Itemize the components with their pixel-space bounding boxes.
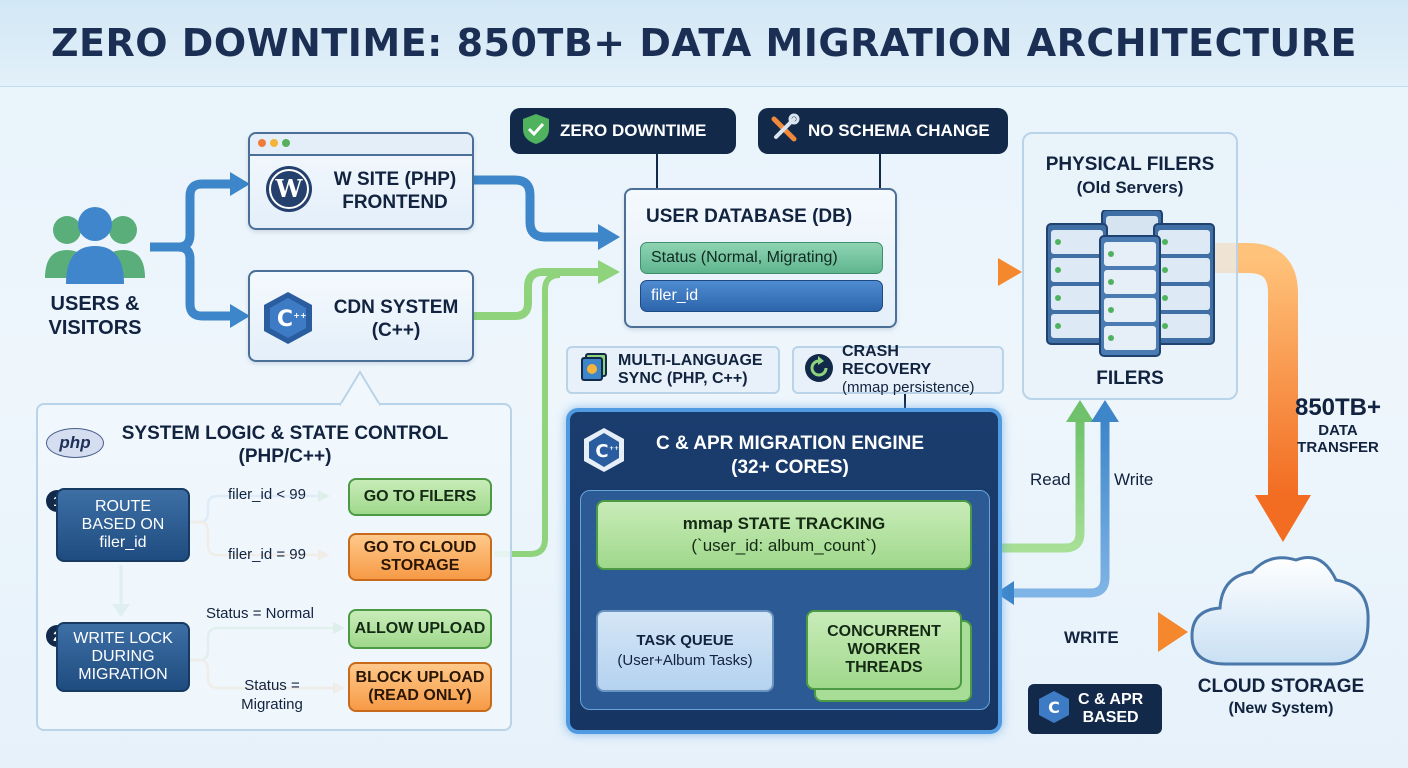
arrowhead-filers (998, 258, 1022, 286)
filers-panel: PHYSICAL FILERS (Old Servers) (1022, 132, 1238, 400)
task-queue-box: TASK QUEUE (User+Album Tasks) (596, 610, 774, 692)
c-logo-icon: C (1038, 690, 1070, 729)
engine-c-icon: C ++ (582, 426, 626, 479)
svg-text:W: W (275, 174, 304, 203)
write-lock-box: WRITE LOCK DURING MIGRATION (56, 622, 190, 692)
svg-text:++: ++ (609, 445, 619, 452)
tools-icon (768, 113, 800, 150)
block-upload-box: BLOCK UPLOAD (READ ONLY) (348, 662, 492, 712)
cond-eq-label: filer_id = 99 (228, 546, 306, 563)
arrow-wp-to-db (474, 175, 600, 242)
arrow-cloud-route (494, 272, 561, 557)
filers-subtitle: (Old Servers) (1076, 178, 1184, 197)
engine-title: C & APR MIGRATION ENGINE (32+ CORES) (655, 433, 925, 478)
read-label: Read (1030, 470, 1071, 489)
arrow-data-transfer (1215, 243, 1298, 495)
refresh-icon (804, 353, 834, 388)
arrow-read (990, 420, 1085, 553)
arrowhead-transfer (1255, 495, 1311, 542)
arrowhead-cdn-db (598, 260, 620, 284)
status-field: Status (Normal, Migrating) (640, 242, 883, 274)
arrow-users-to-wp (150, 179, 232, 252)
wordpress-icon: W (264, 164, 314, 219)
logic-title: SYSTEM LOGIC & STATE CONTROL (PHP/C++) (121, 423, 449, 467)
write-cloud-label: WRITE (1064, 628, 1119, 647)
arrow-cdn-to-db (474, 268, 600, 320)
browser-titlebar (250, 134, 472, 156)
arrowhead-write-up (1091, 400, 1119, 422)
arrowhead-db (598, 224, 620, 250)
sync-icon (578, 352, 610, 389)
users-label: USERS & VISITORS (48, 293, 142, 339)
worker-threads-box: CONCURRENT WORKER THREADS (806, 610, 962, 690)
cloud-icon (1186, 546, 1376, 677)
mmap-state-box: mmap STATE TRACKING (`user_id: album_cou… (596, 500, 972, 570)
arrowhead-cdn (230, 304, 250, 328)
route-box: ROUTE BASED ON filer_id (56, 488, 190, 562)
server-rack-icon (1042, 209, 1222, 365)
arrow-write-up (1012, 420, 1110, 598)
svg-text:++: ++ (293, 311, 306, 320)
go-to-filers-box: GO TO FILERS (348, 478, 492, 516)
cdn-card[interactable]: C ++ CDN SYSTEM (C++) (248, 270, 474, 362)
allow-upload-box: ALLOW UPLOAD (348, 609, 492, 649)
arrowhead-read (1066, 400, 1094, 422)
database-title: USER DATABASE (DB) (646, 206, 853, 227)
svg-text:C: C (595, 441, 608, 462)
shield-icon (520, 112, 552, 151)
cloud-storage-label: CLOUD STORAGE (New System) (1197, 676, 1365, 717)
title-bar: ZERO DOWNTIME: 850TB+ DATA MIGRATION ARC… (0, 0, 1408, 87)
php-logo-icon: php (46, 428, 104, 458)
transfer-label: 850TB+ DATA TRANSFER (1294, 394, 1382, 456)
user-database-card[interactable]: USER DATABASE (DB) Status (Normal, Migra… (624, 188, 897, 328)
multi-language-badge: MULTI-LANGUAGE SYNC (PHP, C++) (566, 346, 780, 394)
write-label: Write (1114, 470, 1154, 489)
arrow-users-to-cdn (150, 242, 232, 321)
go-to-cloud-box: GO TO CLOUD STORAGE (348, 533, 492, 581)
svg-text:C: C (277, 307, 293, 332)
no-schema-badge: NO SCHEMA CHANGE (758, 108, 1008, 154)
cond-normal-label: Status = Normal (206, 605, 314, 622)
filer-id-field: filer_id (640, 280, 883, 312)
arrowhead-wp (230, 172, 250, 196)
crash-recovery-badge: CRASH RECOVERY (mmap persistence) (792, 343, 1004, 396)
arrowhead-write-cloud (1158, 612, 1188, 652)
page-title: ZERO DOWNTIME: 850TB+ DATA MIGRATION ARC… (50, 21, 1358, 65)
filers-label: FILERS (1096, 368, 1164, 389)
filers-title: PHYSICAL FILERS (1045, 154, 1215, 175)
svg-text:C: C (1048, 698, 1060, 717)
arrowhead-write-left (996, 581, 1014, 605)
zero-downtime-badge: ZERO DOWNTIME (510, 108, 736, 154)
cond-migrating-label: Status = Migrating (241, 677, 303, 713)
cond-lt-label: filer_id < 99 (228, 486, 306, 503)
c-apr-based-badge: C C & APR BASED (1028, 684, 1162, 734)
cpp-icon: C ++ (262, 290, 314, 351)
wp-site-card[interactable]: W W SITE (PHP) FRONTEND (248, 132, 474, 230)
cdn-label: CDN SYSTEM (C++) (333, 297, 459, 341)
logic-callout-pointer (340, 370, 380, 406)
users-icon (40, 202, 150, 292)
wp-site-label: W SITE (PHP) FRONTEND (333, 169, 457, 213)
